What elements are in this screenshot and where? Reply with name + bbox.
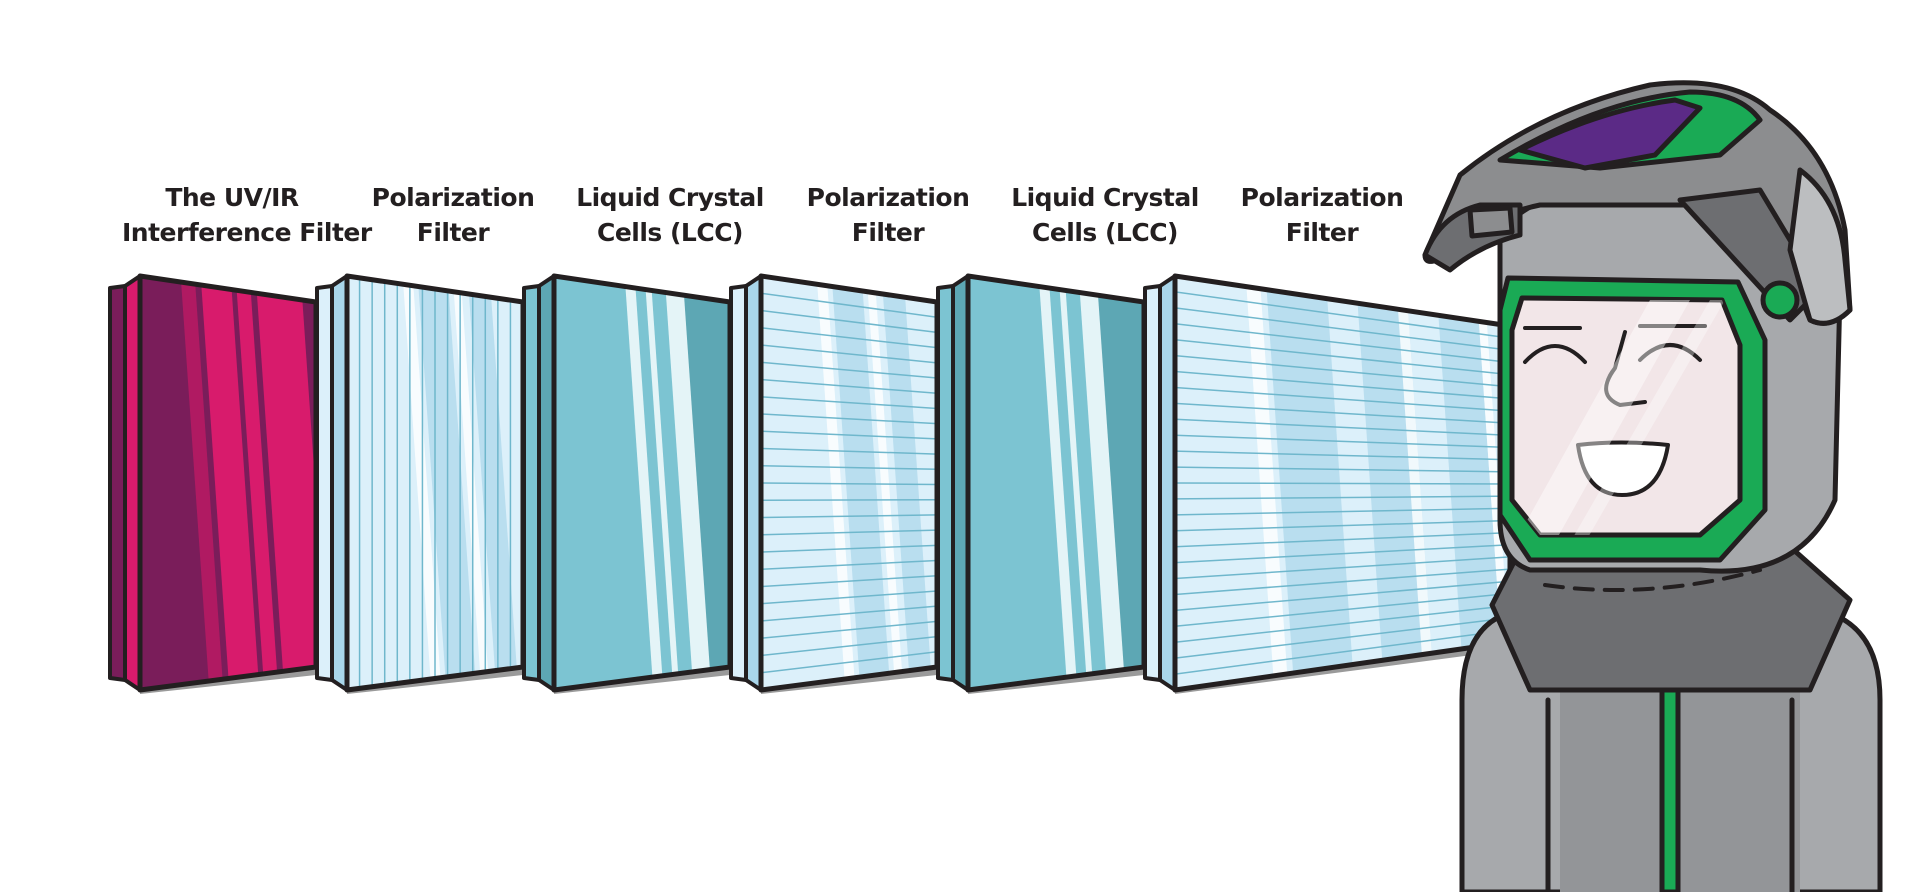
layer-pol2 — [729, 273, 940, 694]
nose — [1604, 330, 1647, 407]
label-pol3: Polarization Filter — [1212, 180, 1432, 250]
label-pol2: Polarization Filter — [778, 180, 998, 250]
collar-dashes — [1543, 568, 1762, 592]
helmet-latch — [1467, 205, 1515, 239]
face — [1509, 295, 1743, 538]
label-uvir-line1: The UV/IR — [165, 183, 299, 212]
label-lcc2-line1: Liquid Crystal — [1011, 183, 1199, 212]
label-pol3-line2: Filter — [1285, 218, 1359, 247]
panel-face — [347, 276, 523, 690]
layer-lcc1 — [522, 273, 733, 694]
welder-figure-icon — [1422, 80, 1883, 892]
visor-glare — [1512, 300, 1690, 535]
panel-back-edge — [108, 284, 127, 682]
mouth — [1576, 440, 1670, 497]
panel-back-edge — [315, 284, 334, 682]
panel-back-edge — [522, 284, 541, 682]
label-uvir: The UV/IR Interference Filter — [122, 180, 372, 250]
label-pol1-line1: Polarization — [371, 183, 535, 212]
label-pol2-line2: Filter — [851, 218, 925, 247]
label-uvir-line2: Interference Filter — [122, 218, 372, 247]
label-pol1-line2: Filter — [416, 218, 490, 247]
panel-face — [1175, 276, 1510, 690]
panel-face — [554, 276, 730, 690]
label-pol2-line1: Polarization — [806, 183, 970, 212]
layer-lcc2 — [936, 273, 1147, 694]
label-lcc1-line2: Cells (LCC) — [596, 218, 744, 247]
label-lcc2-line2: Cells (LCC) — [1031, 218, 1179, 247]
label-lcc1-line1: Liquid Crystal — [576, 183, 764, 212]
layer-pol1 — [315, 273, 526, 694]
layer-pol3 — [1143, 273, 1513, 694]
layer-uvir — [108, 273, 319, 694]
panel-face — [761, 276, 937, 690]
eye-left — [1523, 344, 1587, 364]
panel-back-edge — [1143, 284, 1162, 682]
suit-zipper — [1659, 687, 1681, 892]
panel-back-edge — [729, 284, 748, 682]
label-lcc1: Liquid Crystal Cells (LCC) — [560, 180, 780, 250]
panel-back-edge — [936, 284, 955, 682]
visor-glare-small — [1560, 300, 1725, 535]
helmet-knob — [1760, 280, 1800, 320]
helmet-lens — [1517, 97, 1703, 171]
label-lcc2: Liquid Crystal Cells (LCC) — [995, 180, 1215, 250]
panel-face — [968, 276, 1144, 690]
panel-face — [140, 276, 316, 690]
label-pol3-line1: Polarization — [1240, 183, 1404, 212]
label-pol1: Polarization Filter — [343, 180, 563, 250]
helmet-back-light — [1787, 167, 1853, 326]
eye-right — [1638, 343, 1702, 362]
